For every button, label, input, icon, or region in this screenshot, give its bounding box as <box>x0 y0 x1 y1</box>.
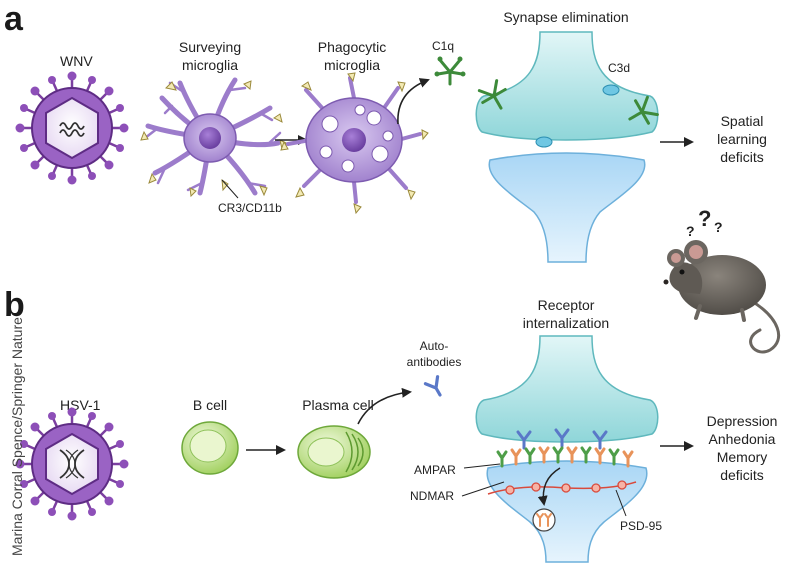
arrow-plasma-to-antibodies <box>357 387 412 425</box>
hsv1-label: HSV-1 <box>60 397 101 413</box>
c1q-molecule-icon <box>434 56 466 86</box>
presynaptic-terminal-b <box>475 335 659 443</box>
receptor-title-line1: Receptor <box>538 297 595 313</box>
outcome-b-line1: Depression <box>707 413 778 429</box>
receptor-label: CR3/CD11b <box>218 201 282 215</box>
b-cell-icon <box>181 421 239 475</box>
plasma-cell-label: Plasma cell <box>302 397 374 413</box>
ndmar-pointer-line <box>461 481 505 497</box>
surveying-microglia-icon <box>140 77 287 198</box>
presynaptic-terminal-a <box>475 31 659 141</box>
autoantibodies-label-line2: antibodies <box>407 355 462 369</box>
question-mark-small-right: ? <box>714 219 723 235</box>
phagocytic-label-line2: microglia <box>324 57 380 73</box>
psd95-pointer-line <box>615 489 627 517</box>
mouse-icon <box>663 240 781 354</box>
c3d-molecule-icon <box>602 84 620 96</box>
arrow-microglia-to-c1q <box>397 78 430 125</box>
question-mark-small-left: ? <box>686 223 695 239</box>
outcome-a-line3: deficits <box>720 149 764 165</box>
phagocytic-label-line1: Phagocytic <box>318 39 386 55</box>
wnv-label: WNV <box>60 53 93 69</box>
ndmar-label: NDMAR <box>410 489 454 503</box>
receptor-row <box>496 446 634 468</box>
receptor-title-line2: internalization <box>523 315 609 331</box>
c1q-bound-right-icon <box>628 95 659 125</box>
outcome-a-line1: Spatial <box>721 113 764 129</box>
postsynaptic-terminal-b <box>486 460 648 563</box>
question-mark-large: ? <box>698 206 711 231</box>
phagocytic-microglia-icon <box>280 72 429 215</box>
outcome-a-line2: learning <box>717 131 767 147</box>
bcell-label: B cell <box>193 397 227 413</box>
panel-a-letter: a <box>4 0 24 38</box>
outcome-b-line2: Anhedonia <box>709 431 776 447</box>
psd95-label: PSD-95 <box>620 519 662 533</box>
image-credit: Marina Corral Spence/Springer Nature <box>9 317 25 556</box>
wnv-virus-icon <box>15 71 129 185</box>
arrow-internalization <box>537 467 561 506</box>
ampar-label: AMPAR <box>414 463 456 477</box>
panel-b-letter: b <box>4 286 25 324</box>
c3d-deposit-icon <box>535 136 553 148</box>
bound-autoantibodies <box>516 428 608 450</box>
question-marks: ? ? ? <box>686 206 723 239</box>
surveying-label-line2: microglia <box>182 57 238 73</box>
outcome-b-line4: deficits <box>720 467 764 483</box>
c1q-bound-left-icon <box>477 79 507 110</box>
psd95-beads <box>505 480 627 495</box>
postsynaptic-terminal-a <box>488 152 646 263</box>
synapse-elimination-title: Synapse elimination <box>503 9 628 25</box>
ampar-pointer-line <box>463 463 501 469</box>
internalized-vesicle-icon <box>532 508 556 532</box>
c1q-label: C1q <box>432 39 454 53</box>
receptor-pointer-line <box>221 179 239 199</box>
c3d-label: C3d <box>608 61 630 75</box>
autoantibody-icon <box>423 375 442 397</box>
surveying-label-line1: Surveying <box>179 39 241 55</box>
outcome-b-line3: Memory <box>717 449 768 465</box>
autoantibodies-label-line1: Auto- <box>420 339 449 353</box>
hsv1-virus-icon <box>15 407 129 521</box>
plasma-cell-icon <box>297 425 371 479</box>
